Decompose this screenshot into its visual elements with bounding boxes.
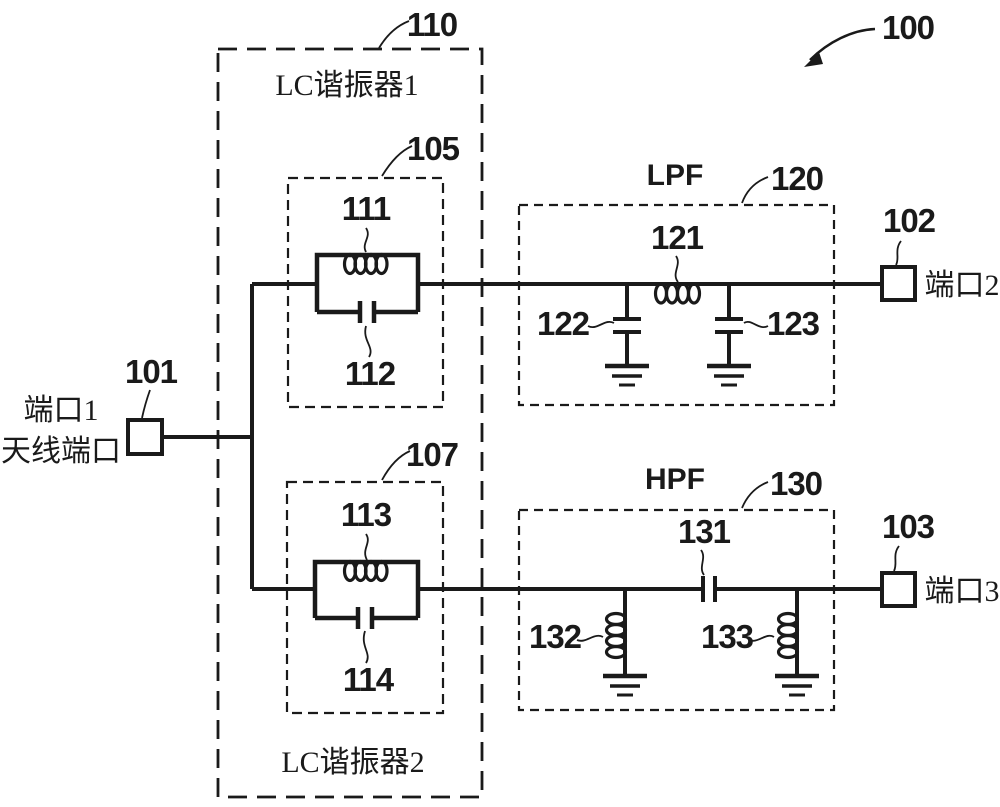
ref-100-label: 100: [882, 9, 934, 46]
resonator1-title: LC谐振器1: [275, 69, 418, 102]
ref-103-label: 103: [882, 508, 935, 545]
hpf-box: [517, 508, 836, 712]
ground-symbol-133: [775, 673, 819, 697]
ref-101-label: 101: [125, 353, 178, 390]
lc-resonator-block-box: [216, 47, 484, 799]
capacitor-114-icon: [355, 607, 375, 629]
capacitor-123-icon: [715, 284, 743, 366]
lc-resonator2: [312, 559, 421, 629]
port3-terminal: [880, 571, 917, 608]
signal-wires: [162, 282, 882, 591]
ref-112-label: 112: [345, 355, 396, 392]
ref-133-label: 133: [701, 618, 754, 655]
ref-107-label: 107: [406, 436, 458, 473]
inductor-133-icon: [776, 611, 800, 660]
port1-terminal: [126, 418, 164, 456]
system-ref-arrow: [804, 27, 876, 67]
ref-110-label: 110: [407, 6, 457, 43]
resonator2-loop: [312, 559, 421, 621]
hpf-circuit: [603, 576, 819, 697]
ref-123-label: 123: [767, 305, 820, 342]
arrowhead-icon: [804, 52, 823, 67]
lpf-circuit: [605, 282, 751, 387]
ref-111-label: 111: [342, 190, 391, 227]
capacitor-122-icon: [613, 284, 641, 366]
ref-122-label: 122: [537, 305, 590, 342]
ground-symbol-132: [603, 673, 647, 697]
capacitor-131-icon: [701, 576, 717, 602]
hpf-title: HPF: [645, 463, 705, 496]
ref-131-label: 131: [678, 513, 731, 550]
ground-symbol-123: [707, 363, 751, 387]
port1-subtitle: 天线端口: [1, 435, 121, 468]
inductor-132-icon: [604, 611, 628, 660]
ref-114-label: 114: [343, 661, 395, 698]
inductor-121-icon: [653, 282, 702, 305]
lc-resonator1: [314, 252, 421, 323]
resonator2-title: LC谐振器2: [281, 746, 424, 779]
ref-113-label: 113: [341, 496, 392, 533]
capacitor-112-icon: [357, 301, 377, 323]
lpf-title: LPF: [647, 159, 704, 192]
ref-102-label: 102: [883, 202, 936, 239]
ref-120-label: 120: [771, 160, 823, 197]
port1-name: 端口1: [24, 394, 99, 427]
ref-121-label: 121: [651, 219, 704, 256]
resonator2-box: [285, 480, 445, 715]
port2-terminal: [880, 265, 917, 302]
ground-symbol-122: [605, 363, 649, 387]
inductor-113-icon: [342, 559, 389, 583]
port2-name: 端口2: [925, 269, 1000, 302]
lpf-box: [517, 203, 836, 407]
port3-name: 端口3: [925, 575, 1000, 608]
ref-105-label: 105: [407, 130, 460, 167]
inductor-111-icon: [342, 252, 389, 276]
ref-132-label: 132: [529, 618, 582, 655]
leader-lines: [141, 20, 902, 664]
ref-130-label: 130: [770, 465, 822, 502]
